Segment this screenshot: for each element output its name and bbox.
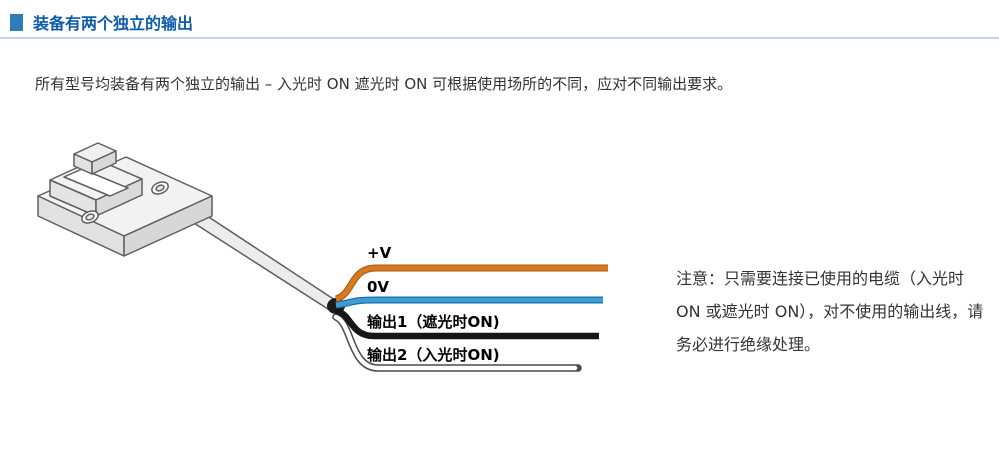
header-divider	[0, 37, 999, 39]
wire-group	[332, 264, 608, 372]
wire-plus-v	[335, 265, 608, 302]
wire-label-output1: 输出1（遮光时ON)	[367, 313, 500, 331]
wire-0v	[335, 297, 603, 308]
sensor-illustration	[37, 142, 339, 312]
sensor-fork-right-face	[95, 178, 143, 217]
section-title: 装备有两个独立的输出	[33, 14, 194, 33]
sensor-body-right-face	[123, 195, 213, 257]
sensor-slot	[63, 168, 129, 197]
wire-label-plus-v: +V	[367, 244, 392, 262]
section-header: 装备有两个独立的输出	[10, 10, 193, 34]
intro-text: 所有型号均装备有两个独立的输出 – 入光时 ON 遮光时 ON 可根据使用场所的…	[35, 75, 733, 93]
mounting-hole-left	[81, 210, 99, 224]
wire-output1	[334, 307, 599, 340]
sensor-cable	[182, 205, 339, 312]
note-text: 注意：只需要连接已使用的电缆（入光时 ON 或遮光时 ON），对不使用的输出线，…	[676, 269, 984, 354]
wire-output2	[333, 314, 578, 371]
mounting-hole-right	[151, 181, 169, 195]
section-bullet-icon	[10, 13, 23, 31]
wire-label-output2: 输出2（入光时ON)	[367, 346, 500, 364]
sensor-tab-right-face	[91, 150, 117, 175]
wire-label-0v: 0V	[367, 278, 390, 296]
